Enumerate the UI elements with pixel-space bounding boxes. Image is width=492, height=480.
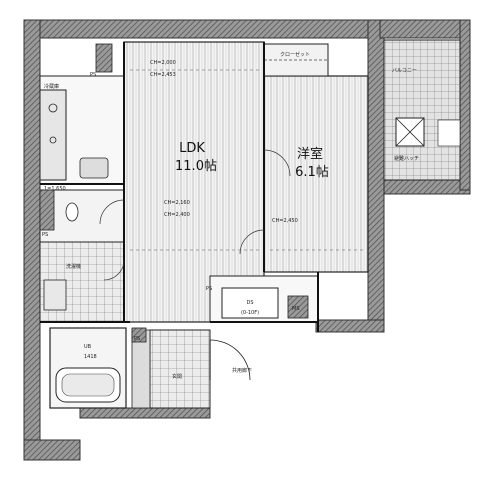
ps-shaft-1 <box>95 43 113 73</box>
kitchen-island <box>79 157 109 179</box>
balcony <box>383 39 461 181</box>
ds-note: (0-10F) <box>241 310 259 316</box>
ps-label-1: PS <box>90 72 96 78</box>
ds-box <box>221 287 279 319</box>
ldk-floor <box>123 41 265 323</box>
refrigerator-label: 冷蔵庫 <box>44 83 59 90</box>
ps-shaft-2 <box>39 189 55 231</box>
ps-label-2: PS <box>42 232 48 238</box>
stove-icon <box>49 136 57 144</box>
ub-label: UB <box>84 344 92 350</box>
ms-label: MS <box>292 306 300 312</box>
kitchen-counter <box>39 89 67 181</box>
common-hall-label: 共用廊下 <box>232 367 252 374</box>
western-room-size: 6.1帖 <box>295 165 329 180</box>
vanity <box>43 279 67 311</box>
western-room-name: 洋室 <box>297 146 323 162</box>
washer-label: 洗濯機 <box>66 263 81 270</box>
ub-size-label: 1418 <box>84 354 97 360</box>
balcony-label: バルコニー <box>392 68 417 74</box>
ceiling-height-4: CH=2,400 <box>164 212 190 218</box>
escape-hatch-label: 避難ハッチ <box>394 155 419 162</box>
entrance-floor <box>149 329 211 409</box>
entrance-door-swing <box>209 339 251 381</box>
dimension-label: 1=1,650 <box>44 186 66 192</box>
ps-label-4: PS <box>206 286 212 292</box>
ldk-name: LDK <box>179 141 205 156</box>
ps-label-3: PS <box>134 336 140 342</box>
partitions <box>40 42 319 332</box>
closet-label: クローゼット <box>280 51 310 58</box>
ceiling-height-5: CH=2,450 <box>272 218 298 224</box>
ds-label: DS <box>246 300 253 306</box>
ps-shaft-3 <box>131 327 147 343</box>
western-room-floor <box>263 75 369 273</box>
ldk-size: 11.0帖 <box>175 159 217 174</box>
ceiling-height-1: CH=2,000 <box>150 60 176 66</box>
sink-icon <box>48 103 58 113</box>
ceiling-height-3: CH=2,160 <box>164 200 190 206</box>
ps-shaft-4 <box>287 295 309 319</box>
toilet-icon <box>65 202 79 222</box>
entrance-label: 玄関 <box>172 373 182 380</box>
ceiling-height-2: CH=2,453 <box>150 72 176 78</box>
